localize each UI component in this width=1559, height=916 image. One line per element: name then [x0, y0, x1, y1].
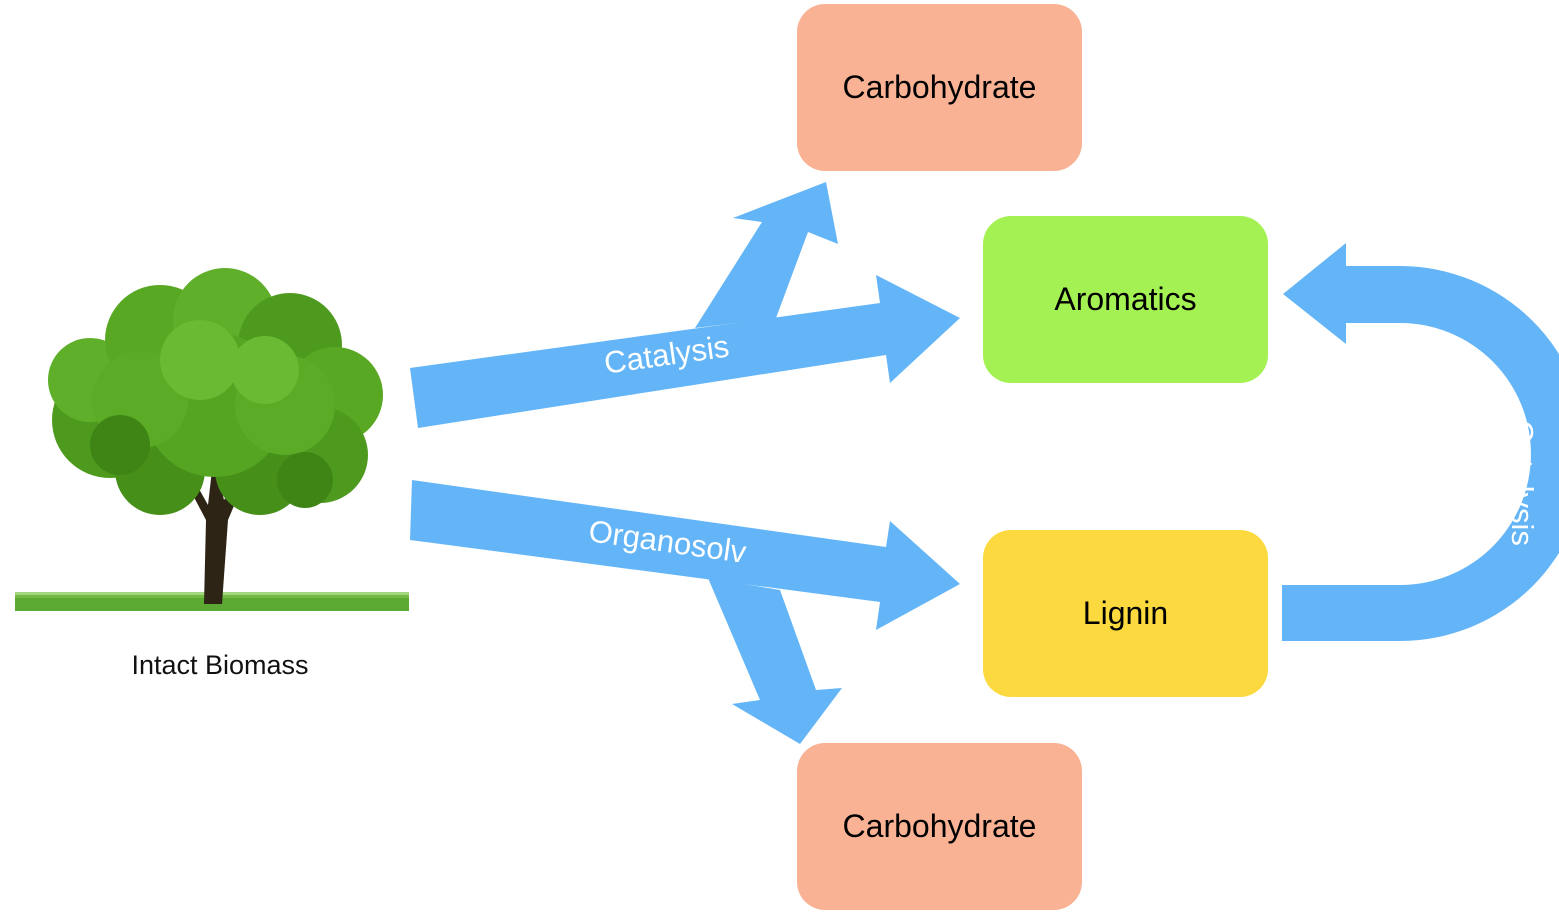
catalysis-arrow: [410, 275, 960, 428]
aromatics-label: Aromatics: [1054, 281, 1197, 317]
lignin-label: Lignin: [1082, 595, 1169, 631]
carbohydrate-top-label: Carbohydrate: [842, 69, 1037, 105]
carbohydrate-top-box: Carbohydrate: [797, 4, 1082, 171]
aromatics-box: Aromatics: [983, 216, 1268, 383]
carbohydrate-bottom-label: Carbohydrate: [842, 808, 1037, 844]
carbohydrate-bottom-box: Carbohydrate: [797, 743, 1082, 910]
organosolv-branch-arrow: [708, 578, 842, 744]
lignin-box: Lignin: [983, 530, 1268, 697]
catalysis-branch-arrow: [695, 182, 838, 328]
tree-icon: [15, 268, 409, 611]
organosolv-arrow: [410, 480, 960, 630]
intact-biomass-label: Intact Biomass: [131, 650, 309, 680]
catalysis-loop-arrow: [1282, 243, 1559, 641]
catalysis-loop-label: Catalysis: [1505, 420, 1540, 546]
